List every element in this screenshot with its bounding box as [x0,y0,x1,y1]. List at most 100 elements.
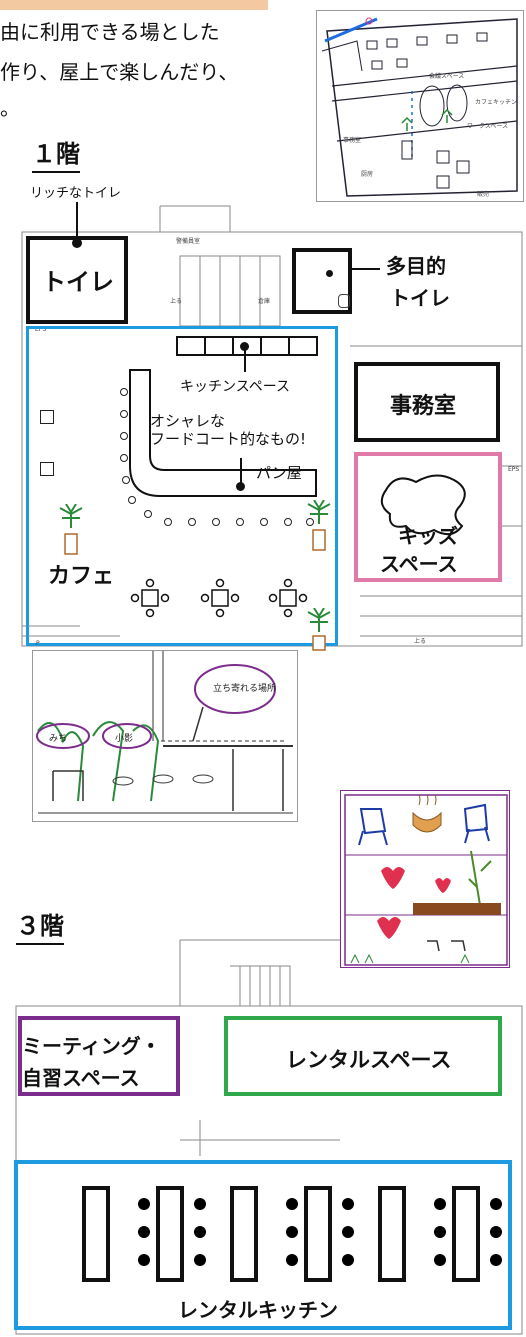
stool [212,518,220,526]
sketch-rooftop [340,790,510,968]
sink-icon [326,270,333,277]
kitchen-seat [286,1254,298,1266]
counter-cell [290,338,316,354]
stool [128,496,136,504]
stool [120,432,128,440]
kitchen-seat [342,1198,354,1210]
rental-kitchen-label: レンタルキッチン [178,1298,338,1322]
toilet-label: トイレ [42,268,114,296]
counter-cell [234,338,262,354]
plant-icon [307,500,331,551]
cafe-table [40,462,54,476]
kitchen-counter [176,336,318,356]
stool [164,518,172,526]
toilet-room [26,236,128,324]
stool [122,476,130,484]
cafe-table-set [130,578,170,618]
kitchen-seat [434,1254,446,1266]
kitchen-table [82,1186,110,1282]
bubble-light-label: 小影 [115,734,134,744]
stool [120,454,128,462]
kitchen-seat [138,1198,150,1210]
food-court-label-2: フードコート的なもの! [150,430,307,448]
office-label: 事務室 [390,394,457,419]
cafe-label: カフェ [48,564,115,589]
stool [120,410,128,418]
food-court-outline [129,369,317,497]
cafe-table-set [200,578,240,618]
rich-toilet-pointer-dot [72,238,82,248]
meeting-label-1: ミーティング・ [22,1034,161,1058]
kitchen-seat [286,1198,298,1210]
intro-line-1: 由に利用できる場とした [0,20,220,44]
top-banner [0,0,268,10]
intro-line-2: 作り、屋上で楽しんだり、 [0,60,239,84]
meeting-space [18,1016,180,1096]
up-arrow-2: 上る [414,638,427,645]
eps-right: EPS [508,466,520,473]
sketch-label-office: 事務室 [343,137,362,144]
p-label: P [36,640,40,647]
kitchen-seat [194,1254,206,1266]
sketch-floorplan: 会議スペース カフェキッチン ワークスペース 事務室 厨房 販売 [316,10,524,202]
multi-toilet-label-1: 多目的 [386,254,446,278]
kitchen-table [378,1186,406,1282]
kitchen-seat [286,1226,298,1238]
sketch-rooftop-drawing [344,794,508,966]
multi-toilet-room [292,248,352,314]
bakery-pointer-dot [236,482,245,491]
multi-toilet-label-2: トイレ [390,286,450,310]
sketch-label-kitchen: 厨房 [361,171,374,178]
multi-toilet-pointer [350,268,380,270]
kitchen-table [304,1186,332,1282]
up-arrow-1: 上る [170,298,183,305]
kitchen-seat [138,1254,150,1266]
kitchen-seat [490,1226,502,1238]
cafe-table [40,410,54,424]
kitchen-space-label: キッチンスペース [180,379,291,395]
sketch-label-work: ワークスペース [467,123,509,130]
sketch-street: 立ち寄れる場所 みち 小影 [32,650,298,822]
kids-label-1: キッズ [398,524,458,548]
sketch-label-cafe: カフェキッチン [475,99,518,106]
stool [284,518,292,526]
rich-toilet-pointer [76,202,78,242]
stool [260,518,268,526]
intro-line-3: 。 [0,96,20,120]
stool [188,518,196,526]
kids-space [354,452,502,582]
stool [120,388,128,396]
security-room-label: 警備員室 [176,238,201,245]
food-court-label-1: オシャレな [150,412,226,430]
bubble-road-label: みち [49,734,68,744]
sketch-label-meeting: 会議スペース [429,73,465,80]
kitchen-seat [490,1198,502,1210]
bakery-label: パン屋 [256,464,302,482]
plant-icon [307,608,331,651]
kitchen-seat [490,1254,502,1266]
sketch-label-sample: 販売 [477,191,490,198]
counter-cell [178,338,206,354]
storage-label: 倉庫 [258,298,271,305]
kitchen-seat [194,1226,206,1238]
stool [144,510,152,518]
bakery-pointer [240,458,242,488]
kitchen-seat [434,1198,446,1210]
rich-toilet-label: リッチなトイレ [30,186,122,201]
toilet-fixture-icon [338,294,350,308]
counter-cell [206,338,234,354]
kitchen-seat [434,1226,446,1238]
sketch-floorplan-drawing [321,17,518,197]
kitchen-table [230,1186,258,1282]
kitchen-seat [342,1226,354,1238]
counter-cell [262,338,290,354]
kitchen-seat [138,1226,150,1238]
floor1-plan-lines [21,205,523,647]
bubble-stop-label: 立ち寄れる場所 [213,684,277,694]
kitchen-table [156,1186,184,1282]
cafe-table-set [268,578,308,618]
kitchen-seat [194,1198,206,1210]
sketch-street-drawing [36,651,293,814]
kitchen-table [452,1186,480,1282]
stool [236,518,244,526]
